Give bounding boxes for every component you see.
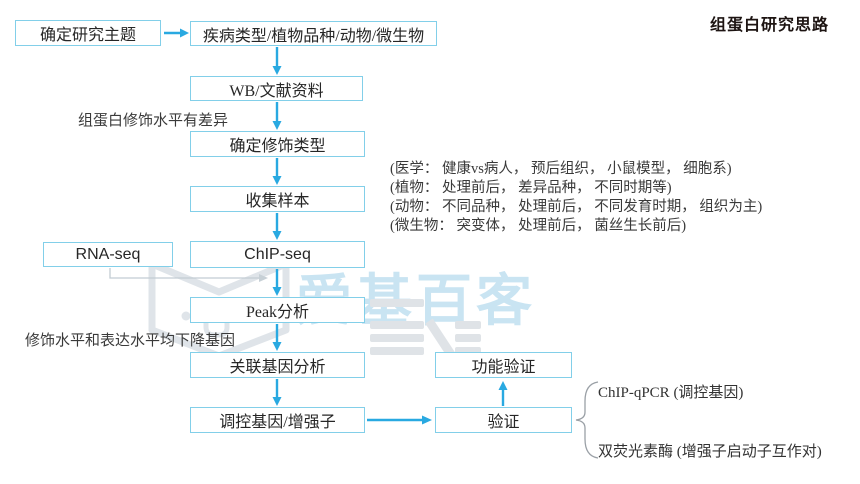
page-title: 组蛋白研究思路 (710, 17, 830, 34)
arrow-modtype-to-collect (272, 158, 282, 185)
sample-note-animal: (动物： 不同品种， 处理前后， 不同发育时期， 组织为主) (390, 199, 763, 215)
node-topic: 确定研究主题 (15, 20, 161, 46)
node-chip-seq: ChIP-seq (190, 241, 365, 268)
arrow-regulate-to-verify (367, 415, 432, 425)
node-peak-analysis: Peak分析 (190, 297, 365, 323)
verify-method-luciferase: 双荧光素酶 (增强子启动子互作对) (598, 444, 822, 460)
book-logo-dot (181, 311, 191, 321)
node-gene-association: 关联基因分析 (190, 352, 365, 378)
verify-methods-brace (575, 381, 599, 459)
arrow-peak-to-association (272, 324, 282, 351)
node-research-types: 疾病类型/植物品种/动物/微生物 (190, 21, 437, 46)
arrow-verify-to-function-verify (498, 381, 508, 406)
arrow-chipseq-to-peak (272, 269, 282, 296)
arrow-association-to-regulate (272, 379, 282, 406)
watermark-strokes (332, 297, 481, 355)
arrow-collect-to-chipseq (272, 213, 282, 240)
node-rna-seq: RNA-seq (43, 242, 173, 267)
arrow-topic-to-types (164, 28, 189, 38)
node-wb-literature: WB/文献资料 (190, 76, 363, 101)
sample-note-medical: (医学： 健康vs病人， 预后组织， 小鼠模型， 细胞系) (390, 161, 732, 177)
sample-note-microbe: (微生物： 突变体， 处理前后， 菌丝生长前后) (390, 218, 687, 234)
note-modification-difference: 组蛋白修饰水平有差异 (78, 113, 229, 129)
note-downregulated-genes: 修饰水平和表达水平均下降基因 (25, 333, 236, 349)
verify-method-chip-qpcr: ChIP-qPCR (调控基因) (598, 385, 744, 401)
node-collect-samples: 收集样本 (190, 186, 365, 212)
arrow-types-to-wb (272, 47, 282, 75)
watermark-diagonal-stroke (425, 318, 456, 359)
sample-note-plant: (植物： 处理前后， 差异品种， 不同时期等) (390, 180, 672, 196)
arrow-wb-to-modtype (272, 102, 282, 130)
node-function-verify: 功能验证 (435, 352, 572, 378)
node-regulated-gene-enhancer: 调控基因/增强子 (190, 407, 365, 433)
node-modification-type: 确定修饰类型 (190, 131, 365, 157)
node-verify: 验证 (435, 407, 572, 433)
sample-notes-block: (医学： 健康vs病人， 预后组织， 小鼠模型， 细胞系) (植物： 处理前后，… (390, 160, 762, 236)
connector-rnaseq-to-chip-line (109, 268, 268, 282)
